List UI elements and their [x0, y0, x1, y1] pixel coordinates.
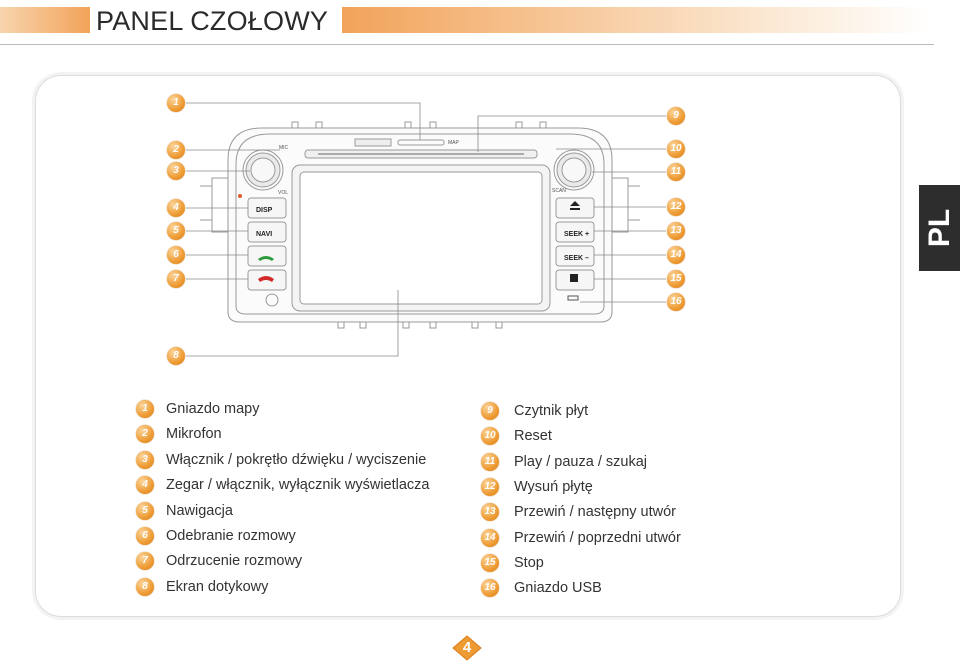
legend-label: Odrzucenie rozmowy: [166, 553, 303, 569]
callout-10: 10: [667, 140, 685, 158]
legend-label: Odebranie rozmowy: [166, 528, 296, 544]
callout-9: 9: [667, 107, 685, 125]
phone-answer-icon: [258, 256, 274, 261]
legend-label: Play / pauza / szukaj: [514, 454, 647, 470]
legend-number: 9: [481, 402, 499, 420]
legend-number: 15: [481, 554, 499, 572]
callout-2: 2: [167, 141, 185, 159]
page-number-badge: 4: [452, 635, 482, 661]
map-label: MAP: [448, 140, 460, 146]
legend-label: Reset: [514, 428, 552, 444]
legend-number: 5: [136, 502, 154, 520]
callout-8: 8: [167, 347, 185, 365]
phone-hangup-icon: [258, 276, 274, 282]
header-accent-left: [0, 7, 90, 33]
legend-label: Przewiń / następny utwór: [514, 504, 676, 520]
navi-button-label: NAVI: [256, 231, 272, 238]
legend-number: 3: [136, 451, 154, 469]
right-bracket: [612, 177, 629, 233]
callout-5: 5: [167, 222, 185, 240]
device-inner-outline: [235, 133, 605, 315]
callout-13: 13: [667, 222, 685, 240]
scan-label: SCAN: [552, 188, 566, 194]
legend-number: 14: [481, 529, 499, 547]
usb-port-left: [265, 293, 279, 307]
callout-15: 15: [667, 270, 685, 288]
header-divider: [0, 44, 934, 45]
usb-icon: [567, 295, 579, 301]
callout-7: 7: [167, 270, 185, 288]
legend-number: 2: [136, 425, 154, 443]
indicator-led: [238, 194, 242, 198]
callout-11: 11: [667, 163, 685, 181]
callout-3: 3: [167, 162, 185, 180]
legend-number: 6: [136, 527, 154, 545]
callout-14: 14: [667, 246, 685, 264]
leader-lines: [186, 102, 666, 357]
legend-number: 8: [136, 578, 154, 596]
language-tab: PL: [919, 185, 960, 271]
legend-label: Mikrofon: [166, 426, 222, 442]
legend-label: Włącznik / pokrętło dźwięku / wyciszenie: [166, 452, 427, 468]
legend-number: 1: [136, 400, 154, 418]
legend-label: Gniazdo mapy: [166, 401, 260, 417]
page-number: 4: [462, 639, 472, 656]
header-bar: [0, 7, 932, 33]
left-bracket: [211, 177, 228, 233]
seek-minus-label: SEEK –: [564, 255, 589, 262]
legend-number: 12: [481, 478, 499, 496]
legend-number: 4: [136, 476, 154, 494]
legend-number: 7: [136, 552, 154, 570]
legend-label: Stop: [514, 555, 544, 571]
seek-plus-label: SEEK +: [564, 231, 589, 238]
callout-6: 6: [167, 246, 185, 264]
map-slot: [397, 139, 445, 146]
mic-label: MIC: [279, 145, 289, 151]
legend-number: 16: [481, 579, 499, 597]
legend-label: Ekran dotykowy: [166, 579, 269, 595]
vol-label: VOL: [278, 190, 288, 196]
legend-label: Nawigacja: [166, 503, 233, 519]
legend-label: Przewiń / poprzedni utwór: [514, 530, 681, 546]
header-accent-right: [342, 7, 932, 33]
disp-button-label: DISP: [256, 207, 273, 214]
legend-label: Czytnik płyt: [514, 403, 589, 419]
eject-icon: [570, 201, 580, 206]
callout-16: 16: [667, 293, 685, 311]
page-title: PANEL CZOŁOWY: [96, 6, 329, 36]
legend-number: 13: [481, 503, 499, 521]
legend-number: 11: [481, 453, 499, 471]
legend-label: Zegar / włącznik, wyłącznik wyświetlacza: [166, 477, 430, 493]
stop-icon: [570, 274, 578, 282]
callout-4: 4: [167, 199, 185, 217]
callout-12: 12: [667, 198, 685, 216]
callout-1: 1: [167, 94, 185, 112]
page-number-shape: [452, 635, 482, 661]
legend-label: Gniazdo USB: [514, 580, 602, 596]
legend-label: Wysuń płytę: [514, 479, 593, 495]
diagram-frame: [35, 75, 901, 617]
legend-number: 10: [481, 427, 499, 445]
